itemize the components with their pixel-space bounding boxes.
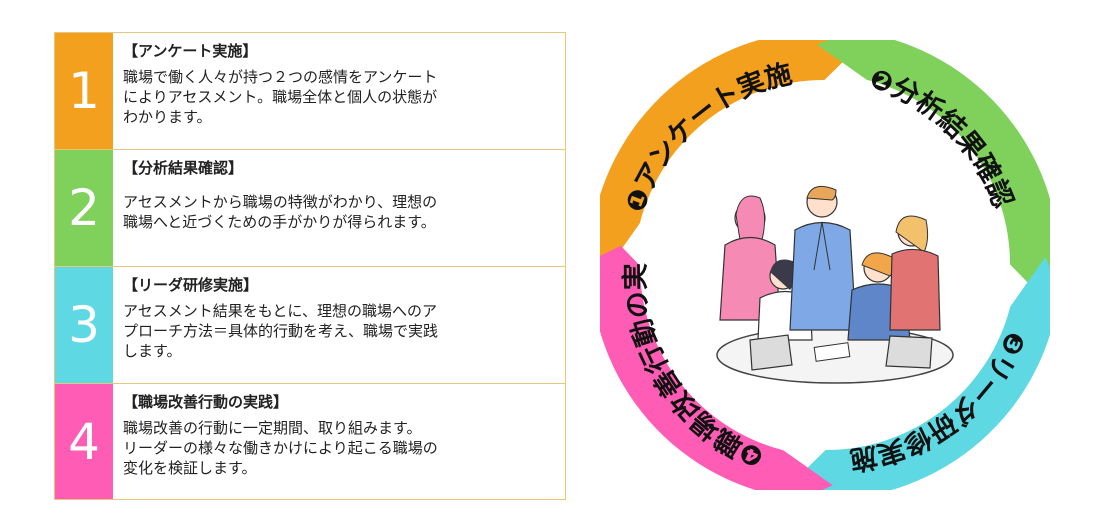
- cycle-segment-4: [600, 245, 833, 490]
- step-description: 職場で働く人々が持つ２つの感情をアンケート によりアセスメント。職場全体と個人の…: [123, 68, 438, 126]
- cycle-diagram: ❶アンケート実施 ❷分析結果確認 ❸リーダ研修実施 ❹職場改善行動の実践: [600, 40, 1050, 490]
- steps-list: 1 【アンケート実施】 職場で働く人々が持つ２つの感情をアンケート によりアセス…: [54, 32, 566, 500]
- cycle-segment-1: [600, 40, 845, 273]
- step-number: 4: [55, 384, 113, 499]
- step-2: 2 【分析結果確認】 アセスメントから職場の特徴がわかり、理想の 職場へと近づく…: [54, 149, 566, 266]
- step-1: 1 【アンケート実施】 職場で働く人々が持つ２つの感情をアンケート によりアセス…: [54, 32, 566, 149]
- step-description: アセスメント結果をもとに、理想の職場へのア プローチ方法＝具体的行動を考え、職場…: [123, 302, 439, 360]
- step-description: 職場改善の行動に一定期間、取り組みます。 リーダーの様々な働きかけにより起こる職…: [123, 419, 438, 477]
- step-title: 【アンケート実施】: [123, 42, 258, 60]
- step-3: 3 【リーダ研修実施】 アセスメント結果をもとに、理想の職場へのア プローチ方法…: [54, 266, 566, 383]
- step-description: アセスメントから職場の特徴がわかり、理想の 職場へと近づくための手がかりが得られ…: [123, 193, 438, 231]
- step-number: 3: [55, 267, 113, 383]
- step-number: 2: [55, 150, 113, 266]
- team-illustration: [716, 185, 954, 384]
- cycle-segment-3: [805, 257, 1050, 490]
- step-title: 【分析結果確認】: [123, 159, 244, 177]
- step-4: 4 【職場改善行動の実践】 職場改善の行動に一定期間、取り組みます。 リーダーの…: [54, 383, 566, 500]
- step-title: 【職場改善行動の実践】: [123, 393, 289, 411]
- step-number: 1: [55, 33, 113, 149]
- step-title: 【リーダ研修実施】: [123, 276, 259, 294]
- cycle-segment-2: [817, 40, 1050, 285]
